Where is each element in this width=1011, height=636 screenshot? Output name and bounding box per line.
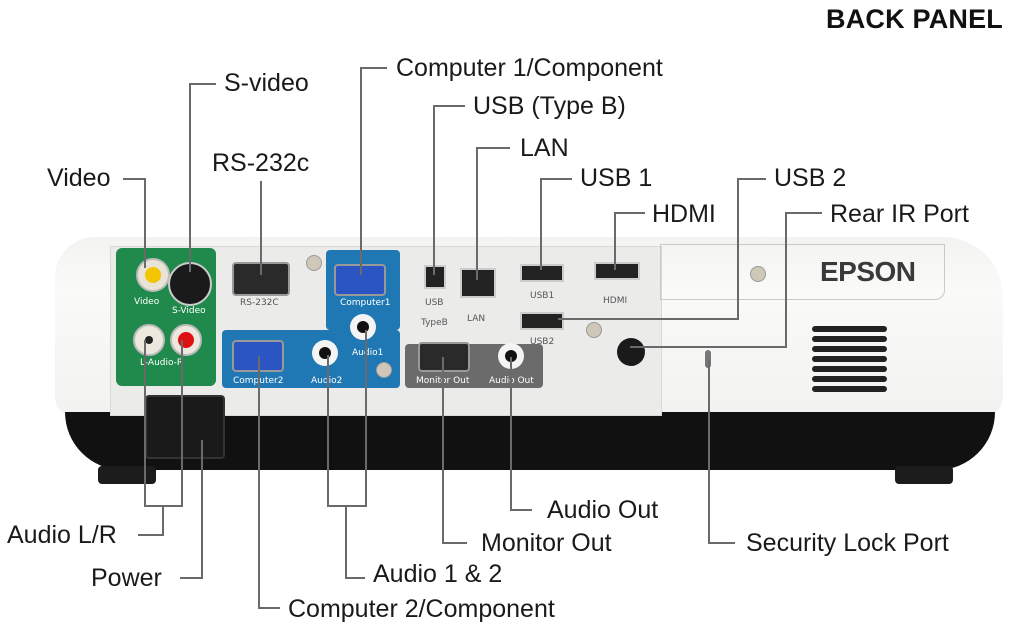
security-lock-port[interactable] <box>705 350 711 368</box>
leader-line-s-video <box>189 83 216 272</box>
callout-hdmi: HDMI <box>652 200 716 228</box>
diagram-title: BACK PANEL <box>826 4 1003 34</box>
vent-slot <box>812 366 887 372</box>
callout-video: Video <box>47 164 111 192</box>
video-port-label: Video <box>134 297 160 307</box>
hdmi-port[interactable] <box>594 262 640 280</box>
leader-line-audio-lr-stem <box>138 506 164 536</box>
callout-lan: LAN <box>520 134 569 162</box>
leader-line-computer2 <box>258 356 280 609</box>
callout-power: Power <box>91 564 162 592</box>
audio-r-port[interactable] <box>170 324 202 356</box>
leader-line-audio-lr <box>144 340 183 507</box>
leader-line-video <box>123 178 146 268</box>
audio1-port[interactable] <box>350 314 376 340</box>
callout-s-video: S-video <box>224 69 309 97</box>
usb-type-b-sub-label: TypeB <box>421 318 448 328</box>
leader-line-audio-out <box>510 357 532 511</box>
callout-audio-1-2: Audio 1 & 2 <box>373 560 503 588</box>
brand-logo: EPSON <box>820 256 916 287</box>
callout-usb-type-b: USB (Type B) <box>473 92 626 120</box>
usb1-port-label: USB1 <box>530 291 555 301</box>
vent-slot <box>812 336 887 342</box>
adjustable-foot-right <box>895 466 953 484</box>
rear-ir-port <box>617 338 645 366</box>
vent-slot <box>812 386 887 392</box>
leader-line-rear-ir <box>630 212 822 348</box>
callout-security-lock: Security Lock Port <box>746 529 949 557</box>
logo-panel <box>660 244 945 300</box>
leader-line-usb1 <box>540 178 572 270</box>
s-video-port-label: S-Video <box>172 306 206 316</box>
rs232c-port-label: RS-232C <box>240 298 279 308</box>
hdmi-port-label: HDMI <box>603 296 628 306</box>
audio-lr-port-label: L-Audio-R <box>140 358 184 368</box>
leader-line-power <box>180 440 203 579</box>
audio1-port-label: Audio1 <box>352 348 384 358</box>
screw-icon <box>586 322 602 338</box>
callout-rear-ir: Rear IR Port <box>830 200 969 228</box>
usb2-port[interactable] <box>520 312 564 330</box>
leader-line-usb-type-b <box>433 105 465 275</box>
leader-line-computer1 <box>360 67 387 275</box>
screw-icon <box>376 362 392 378</box>
leader-line-audio-1-2-stem <box>345 506 365 579</box>
usb2-port-label: USB2 <box>530 337 555 347</box>
screw-icon <box>306 255 322 271</box>
usb-type-b-port-label: USB <box>425 298 444 308</box>
callout-usb1: USB 1 <box>580 164 653 192</box>
adjustable-foot-left <box>98 466 156 484</box>
vent-slot <box>812 326 887 332</box>
audio-l-port[interactable] <box>133 324 165 356</box>
callout-rs232c: RS-232c <box>212 149 310 177</box>
screw-icon <box>750 266 766 282</box>
callout-audio-lr: Audio L/R <box>7 521 117 549</box>
vent-slot <box>812 346 887 352</box>
callout-audio-out: Audio Out <box>547 496 659 524</box>
leader-line-lan <box>476 147 510 280</box>
leader-line-usb2 <box>558 178 766 320</box>
leader-line-hdmi <box>614 212 645 270</box>
computer1-port-label: Computer1 <box>340 298 391 308</box>
leader-line-monitor-out <box>442 357 467 544</box>
callout-computer1: Computer 1/Component <box>396 54 663 82</box>
leader-line-audio-1-2 <box>327 330 367 507</box>
vent-slot <box>812 376 887 382</box>
callout-monitor-out: Monitor Out <box>481 529 612 557</box>
leader-line-security-lock <box>708 360 735 544</box>
callout-computer2: Computer 2/Component <box>288 595 555 623</box>
callout-usb2: USB 2 <box>774 164 847 192</box>
audio2-port-label: Audio2 <box>311 376 343 386</box>
vent-slot <box>812 356 887 362</box>
lan-port-label: LAN <box>467 314 486 324</box>
